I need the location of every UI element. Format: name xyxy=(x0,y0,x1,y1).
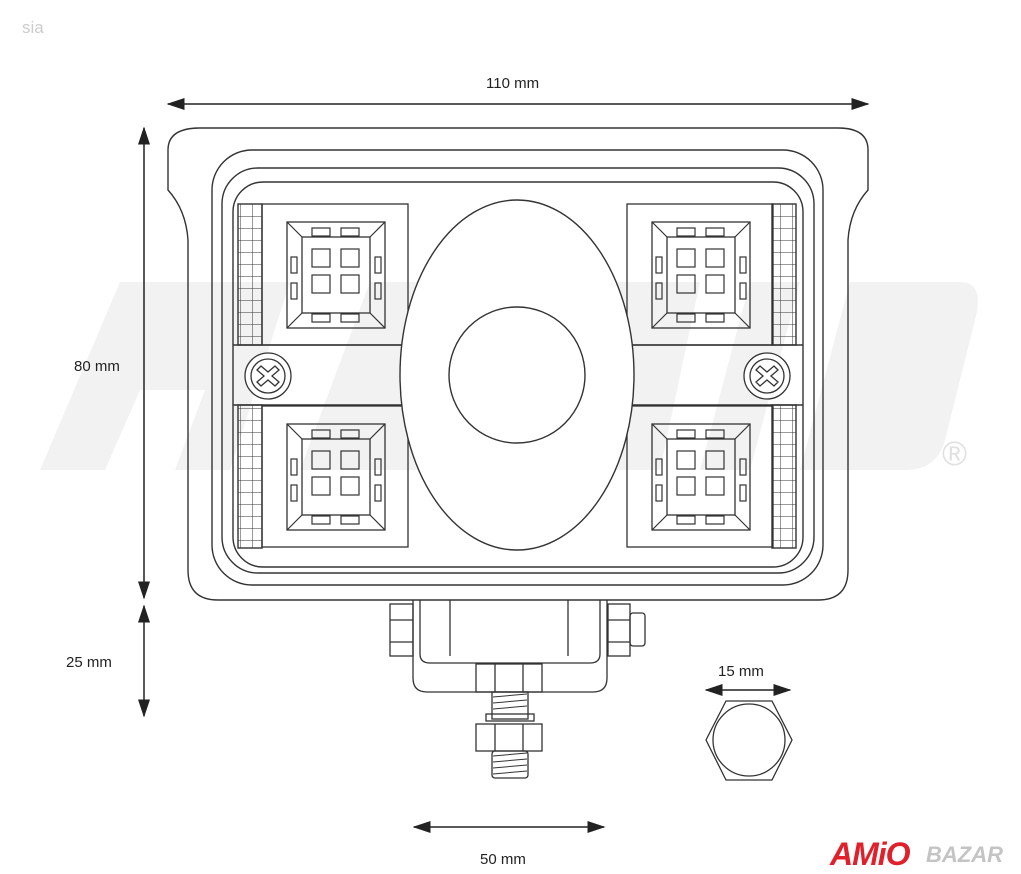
center-lens xyxy=(448,306,586,444)
label-bracket-width: 50 mm xyxy=(480,851,526,868)
label-bracket-height: 25 mm xyxy=(66,654,112,671)
brand-logo: AMiO xyxy=(830,836,911,872)
bolt-threads xyxy=(492,693,528,775)
label-nut-size: 15 mm xyxy=(718,663,764,680)
site-watermark: BAZAR xyxy=(926,842,1003,867)
screw-icon xyxy=(244,352,292,400)
registered-mark: ® xyxy=(942,435,968,473)
corner-text: sia xyxy=(22,18,44,37)
mounting-bracket xyxy=(389,600,646,779)
label-height: 80 mm xyxy=(74,358,120,375)
hex-nut xyxy=(705,700,793,781)
screw-icon xyxy=(743,352,791,400)
housing xyxy=(167,127,869,601)
label-width: 110 mm xyxy=(486,75,540,92)
reflector-oval xyxy=(399,199,635,551)
